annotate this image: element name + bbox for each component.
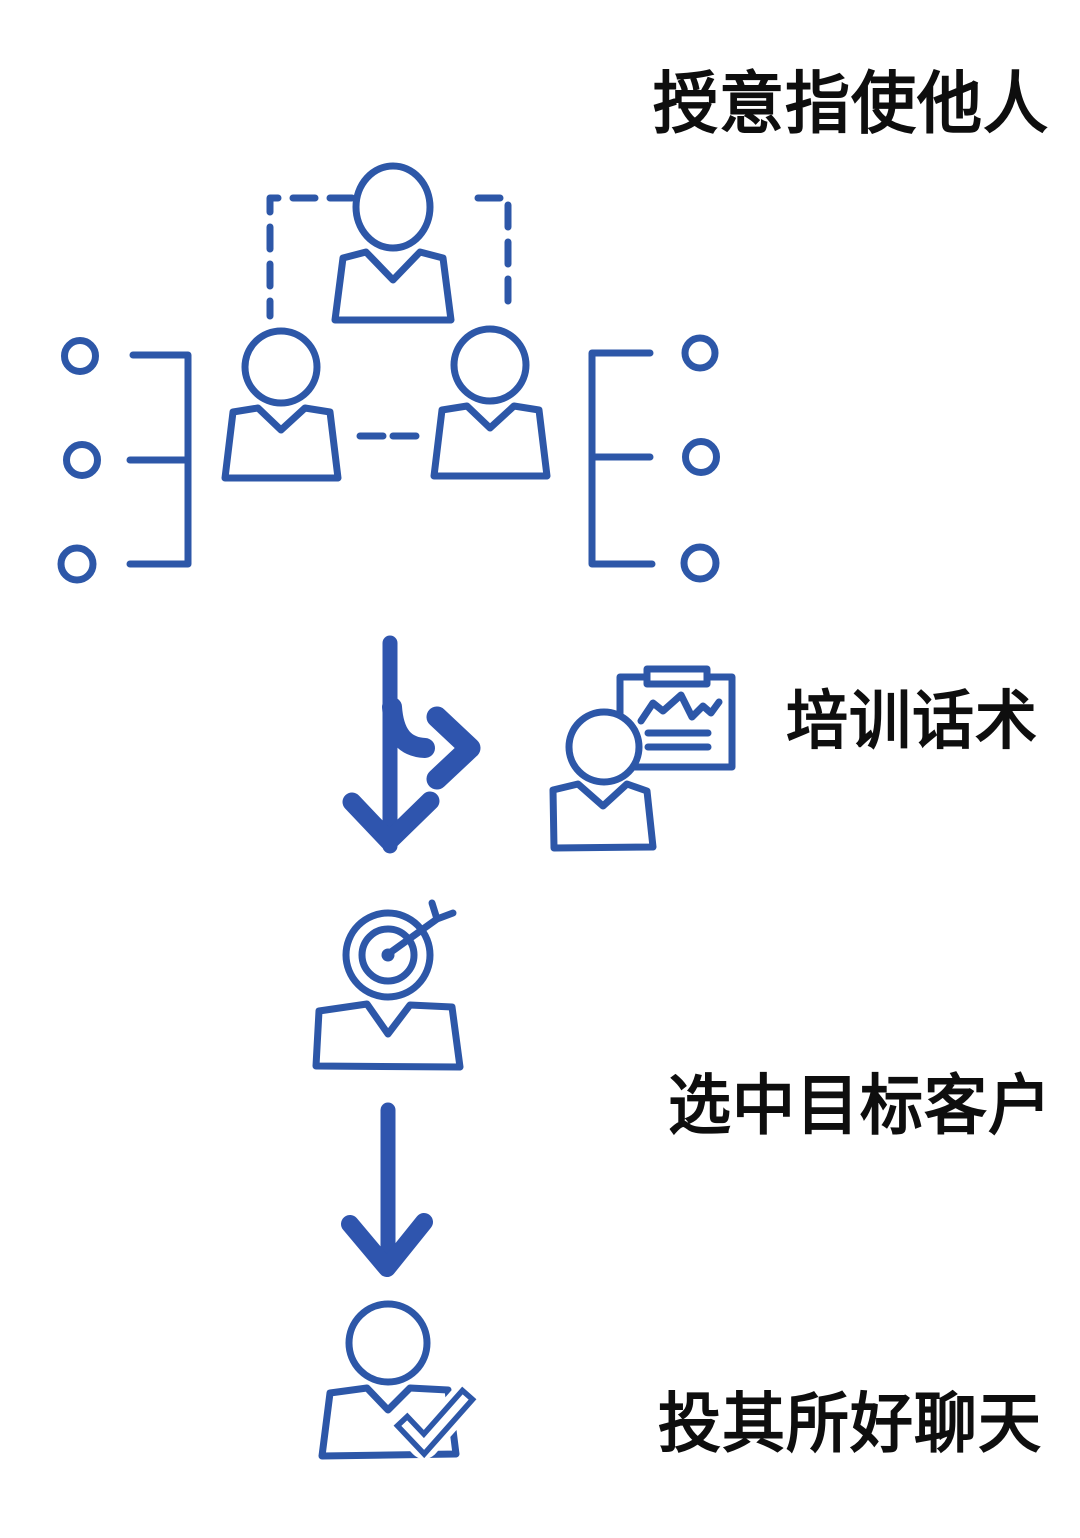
org-left-bracket <box>126 351 192 568</box>
right-person-torso <box>430 402 551 480</box>
target-head-person-icon <box>312 899 464 1071</box>
down-arrow-icon <box>341 1102 433 1277</box>
person-with-checkmark-icon <box>318 1300 478 1460</box>
leader-torso <box>331 248 455 324</box>
board-clip <box>643 665 711 688</box>
selection-frame-right <box>474 194 512 320</box>
leader-head <box>352 162 434 252</box>
branch-curve <box>382 697 435 758</box>
trainer-torso <box>549 780 657 852</box>
org-right-node-2 <box>682 438 720 476</box>
left-person-head <box>241 327 321 407</box>
org-right-bracket <box>588 349 656 568</box>
trainer-head <box>565 708 643 786</box>
arrow-head-right <box>426 706 481 790</box>
org-left-node-3 <box>57 544 97 584</box>
trainer-presentation-icon <box>549 665 736 852</box>
checkmark-core <box>401 1394 469 1450</box>
step-label-training-scripts: 培训话术 <box>786 685 1039 758</box>
step-label-chat-to-their-taste: 投其所好聊天 <box>658 1387 1042 1461</box>
step-label-instruct-others: 授意指使他人 <box>653 65 1050 142</box>
org-right-node-1 <box>681 334 719 372</box>
selection-frame-left <box>266 194 356 320</box>
chat-person-head <box>345 1300 431 1386</box>
arrow-head-down <box>341 1213 433 1277</box>
step-label-select-target-customer: 选中目标客户 <box>668 1069 1052 1143</box>
target-outer-ring <box>342 909 434 1001</box>
right-person-head <box>450 325 530 405</box>
org-left-node-1 <box>61 337 99 375</box>
org-chart-delegation-icon <box>57 162 720 584</box>
target-inner-ring <box>358 925 418 985</box>
target-person-torso <box>312 1000 464 1071</box>
board-zigzag-chart <box>637 691 723 725</box>
board-text-lines <box>644 729 712 751</box>
arrow-head-down <box>342 791 440 851</box>
org-right-node-3 <box>680 543 720 583</box>
left-person-torso <box>221 404 342 482</box>
target-dart <box>387 899 457 956</box>
down-arrow-with-branch-icon <box>342 635 481 854</box>
org-left-node-2 <box>63 441 101 479</box>
